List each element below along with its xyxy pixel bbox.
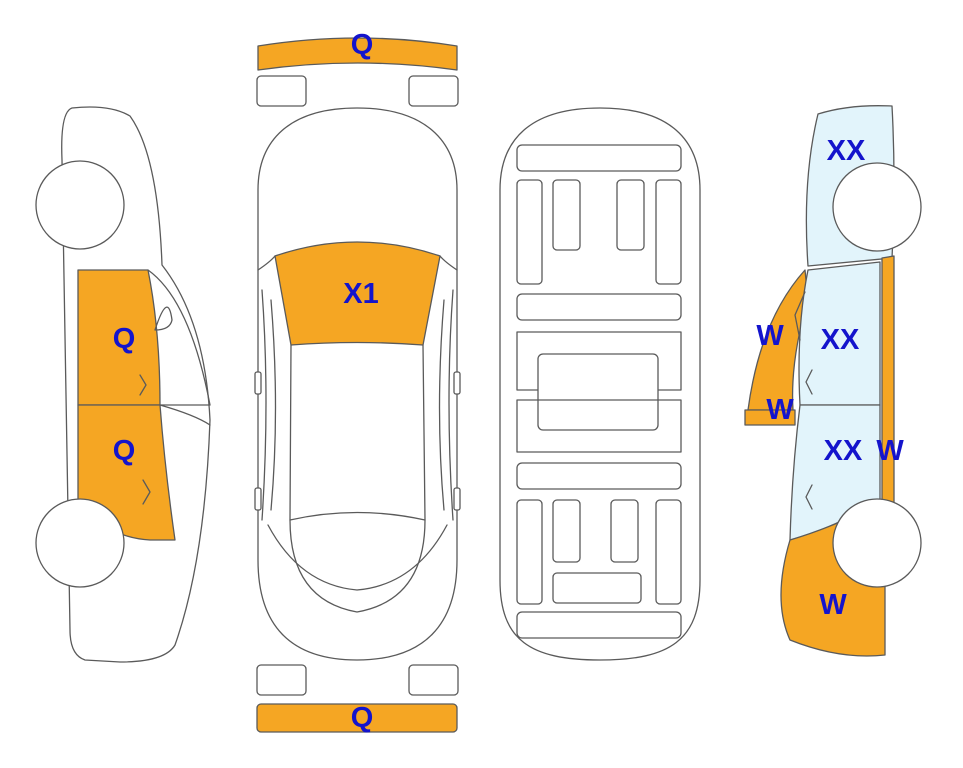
front-right-light: [408, 75, 459, 107]
right-rear-wheel: [832, 498, 922, 588]
right-side-view: [744, 105, 922, 657]
rear-right-light: [408, 664, 459, 696]
label-left-rear-door: Q: [113, 435, 136, 467]
label-rear-bumper: Q: [351, 702, 374, 734]
label-right-front-door: XX: [821, 324, 860, 356]
right-front-wheel: [832, 162, 922, 252]
label-right-rocker: W: [876, 435, 904, 467]
label-right-b-pillar: W: [766, 394, 794, 426]
label-right-a-pillar: W: [756, 320, 784, 352]
left-side-view: [35, 106, 211, 663]
right-rocker[interactable]: [881, 255, 895, 506]
rear-left-light: [256, 664, 307, 696]
left-rear-wheel: [35, 498, 125, 588]
label-right-rear-door: XX: [824, 435, 863, 467]
front-bumper[interactable]: [257, 37, 458, 71]
label-right-front-fender: XX: [827, 135, 866, 167]
top-body-outline: [257, 107, 458, 661]
label-right-rear-quarter: W: [819, 589, 847, 621]
label-hood: X1: [343, 278, 378, 310]
front-left-light: [256, 75, 307, 107]
rear-bumper[interactable]: [256, 703, 458, 733]
label-front-bumper: Q: [351, 29, 374, 61]
top-view: [254, 37, 461, 733]
underside-view: [499, 107, 701, 661]
damage-labels: Q Q Q Q X1 XX XX XX W W W W: [113, 29, 905, 734]
left-front-wheel: [35, 160, 125, 250]
right-b-pillar[interactable]: [744, 409, 796, 426]
label-left-front-door: Q: [113, 323, 136, 355]
